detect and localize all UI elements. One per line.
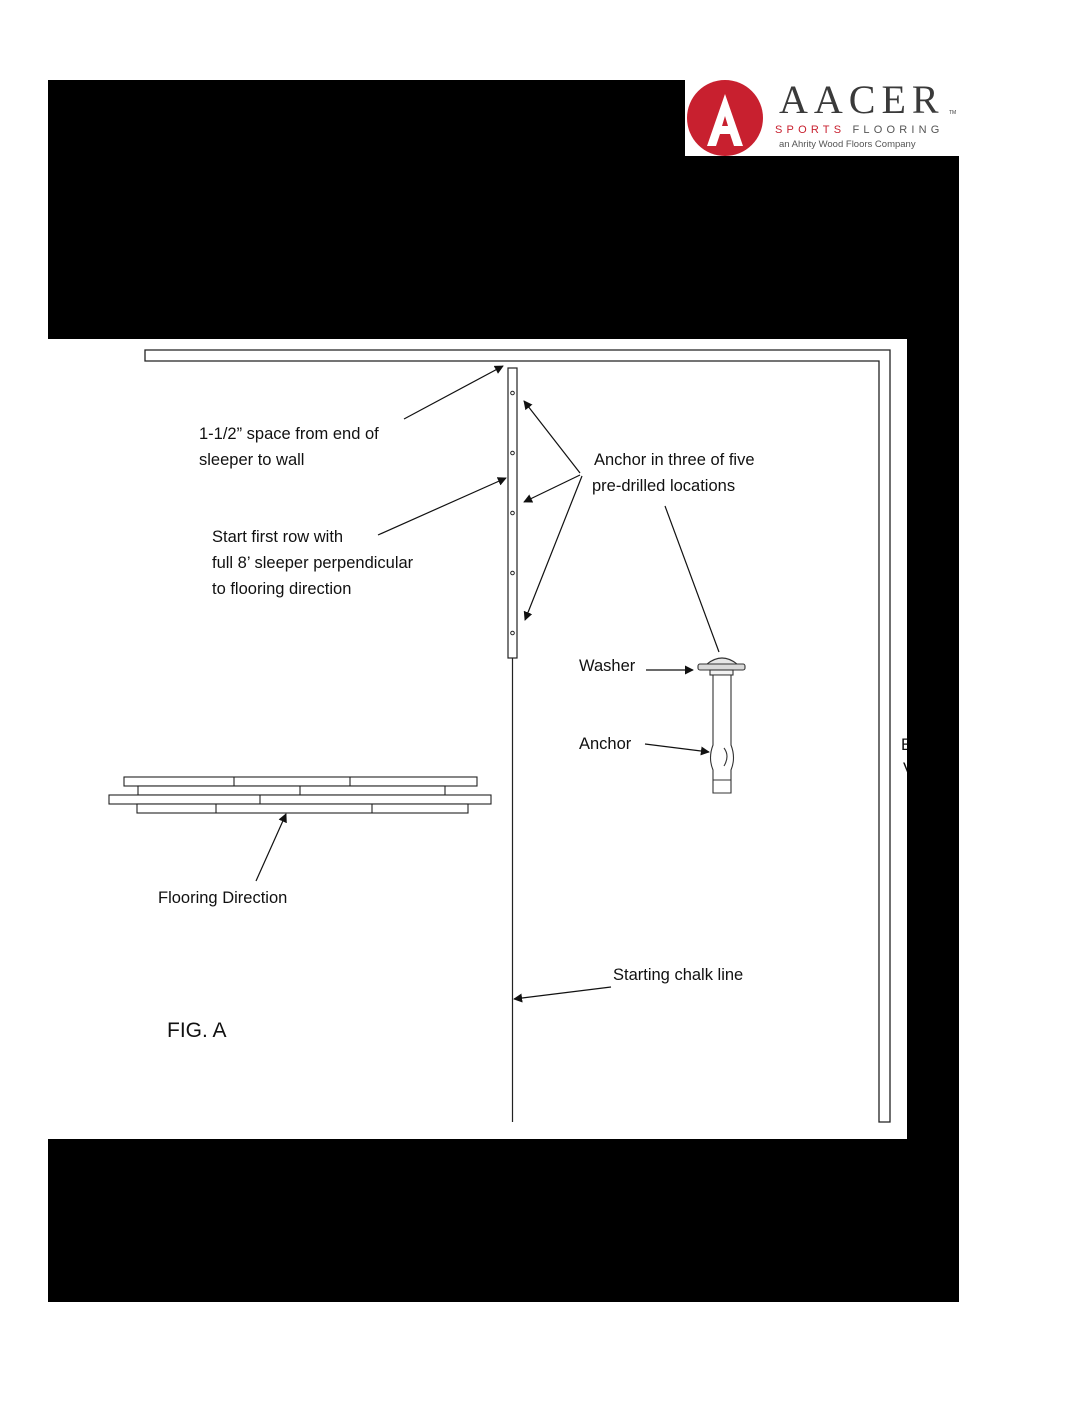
label-anchor: Anchor	[579, 735, 632, 753]
board-row	[136, 803, 469, 814]
label-start-line2: full 8’ sleeper perpendicular	[212, 554, 414, 572]
logo-subtitle-flooring: FLOORING	[852, 124, 944, 136]
arrow-anchor-middle	[523, 474, 581, 503]
arrow-start-row	[377, 477, 507, 536]
arrow-flooring-direction	[255, 813, 287, 882]
washer	[697, 663, 746, 671]
label-space-line1: 1-1/2” space from end of	[199, 425, 379, 443]
aacer-logo: AACER TM SPORTS FLOORING an Ahrity Wood …	[685, 80, 959, 156]
sleeper-hole	[510, 450, 515, 456]
label-start-line3: to flooring direction	[212, 580, 352, 598]
logo-trademark: TM	[949, 110, 957, 116]
sleeper-holes	[510, 390, 515, 636]
clipped-label-line1: E	[901, 736, 907, 754]
right-black-strip	[907, 339, 959, 1139]
right-black-strip-top	[907, 155, 959, 355]
logo-brand-text: AACER	[779, 77, 945, 122]
washer-collar	[709, 669, 734, 676]
sleeper-hole	[510, 630, 515, 636]
flooring-boards	[108, 776, 492, 814]
wall-outline	[144, 349, 891, 1123]
anchor-expansion	[723, 747, 728, 767]
leader-arrows	[255, 365, 720, 1003]
sleeper-hole	[510, 570, 515, 576]
label-chalk-line: Starting chalk line	[613, 966, 744, 984]
arrow-space-to-wall	[403, 365, 504, 420]
bottom-black-block	[48, 1139, 959, 1302]
anchor-shaft	[709, 674, 735, 794]
board-row	[137, 785, 446, 796]
label-flooring-direction: Flooring Direction	[158, 889, 288, 907]
arrow-anchor	[644, 743, 710, 756]
logo-subtitle: SPORTS FLOORING	[775, 124, 944, 136]
arrow-chalk-line	[513, 986, 612, 1003]
arrow-anchor-lower	[523, 475, 583, 621]
clipped-label-line2: V	[903, 759, 907, 781]
leader-to-washer	[664, 505, 720, 653]
washer-anchor-illustration	[697, 657, 746, 794]
label-washer: Washer	[579, 657, 636, 675]
label-start-line1: Start first row with	[212, 528, 344, 546]
board-row	[108, 794, 492, 805]
logo-tagline: an Ahrity Wood Floors Company	[779, 139, 916, 150]
label-anchor-line1: Anchor in three of five	[594, 451, 755, 469]
label-space-line2: sleeper to wall	[199, 451, 305, 469]
washer-dome	[705, 657, 739, 665]
arrow-anchor-upper	[523, 400, 581, 474]
figure-label: FIG. A	[167, 1019, 227, 1042]
aacer-a-emblem-icon	[687, 80, 763, 156]
logo-subtitle-sports: SPORTS	[775, 124, 846, 136]
board-row	[123, 776, 478, 787]
sleeper-hole	[510, 390, 515, 396]
sleeper-hole	[510, 510, 515, 516]
label-anchor-line2: pre-drilled locations	[592, 477, 736, 495]
